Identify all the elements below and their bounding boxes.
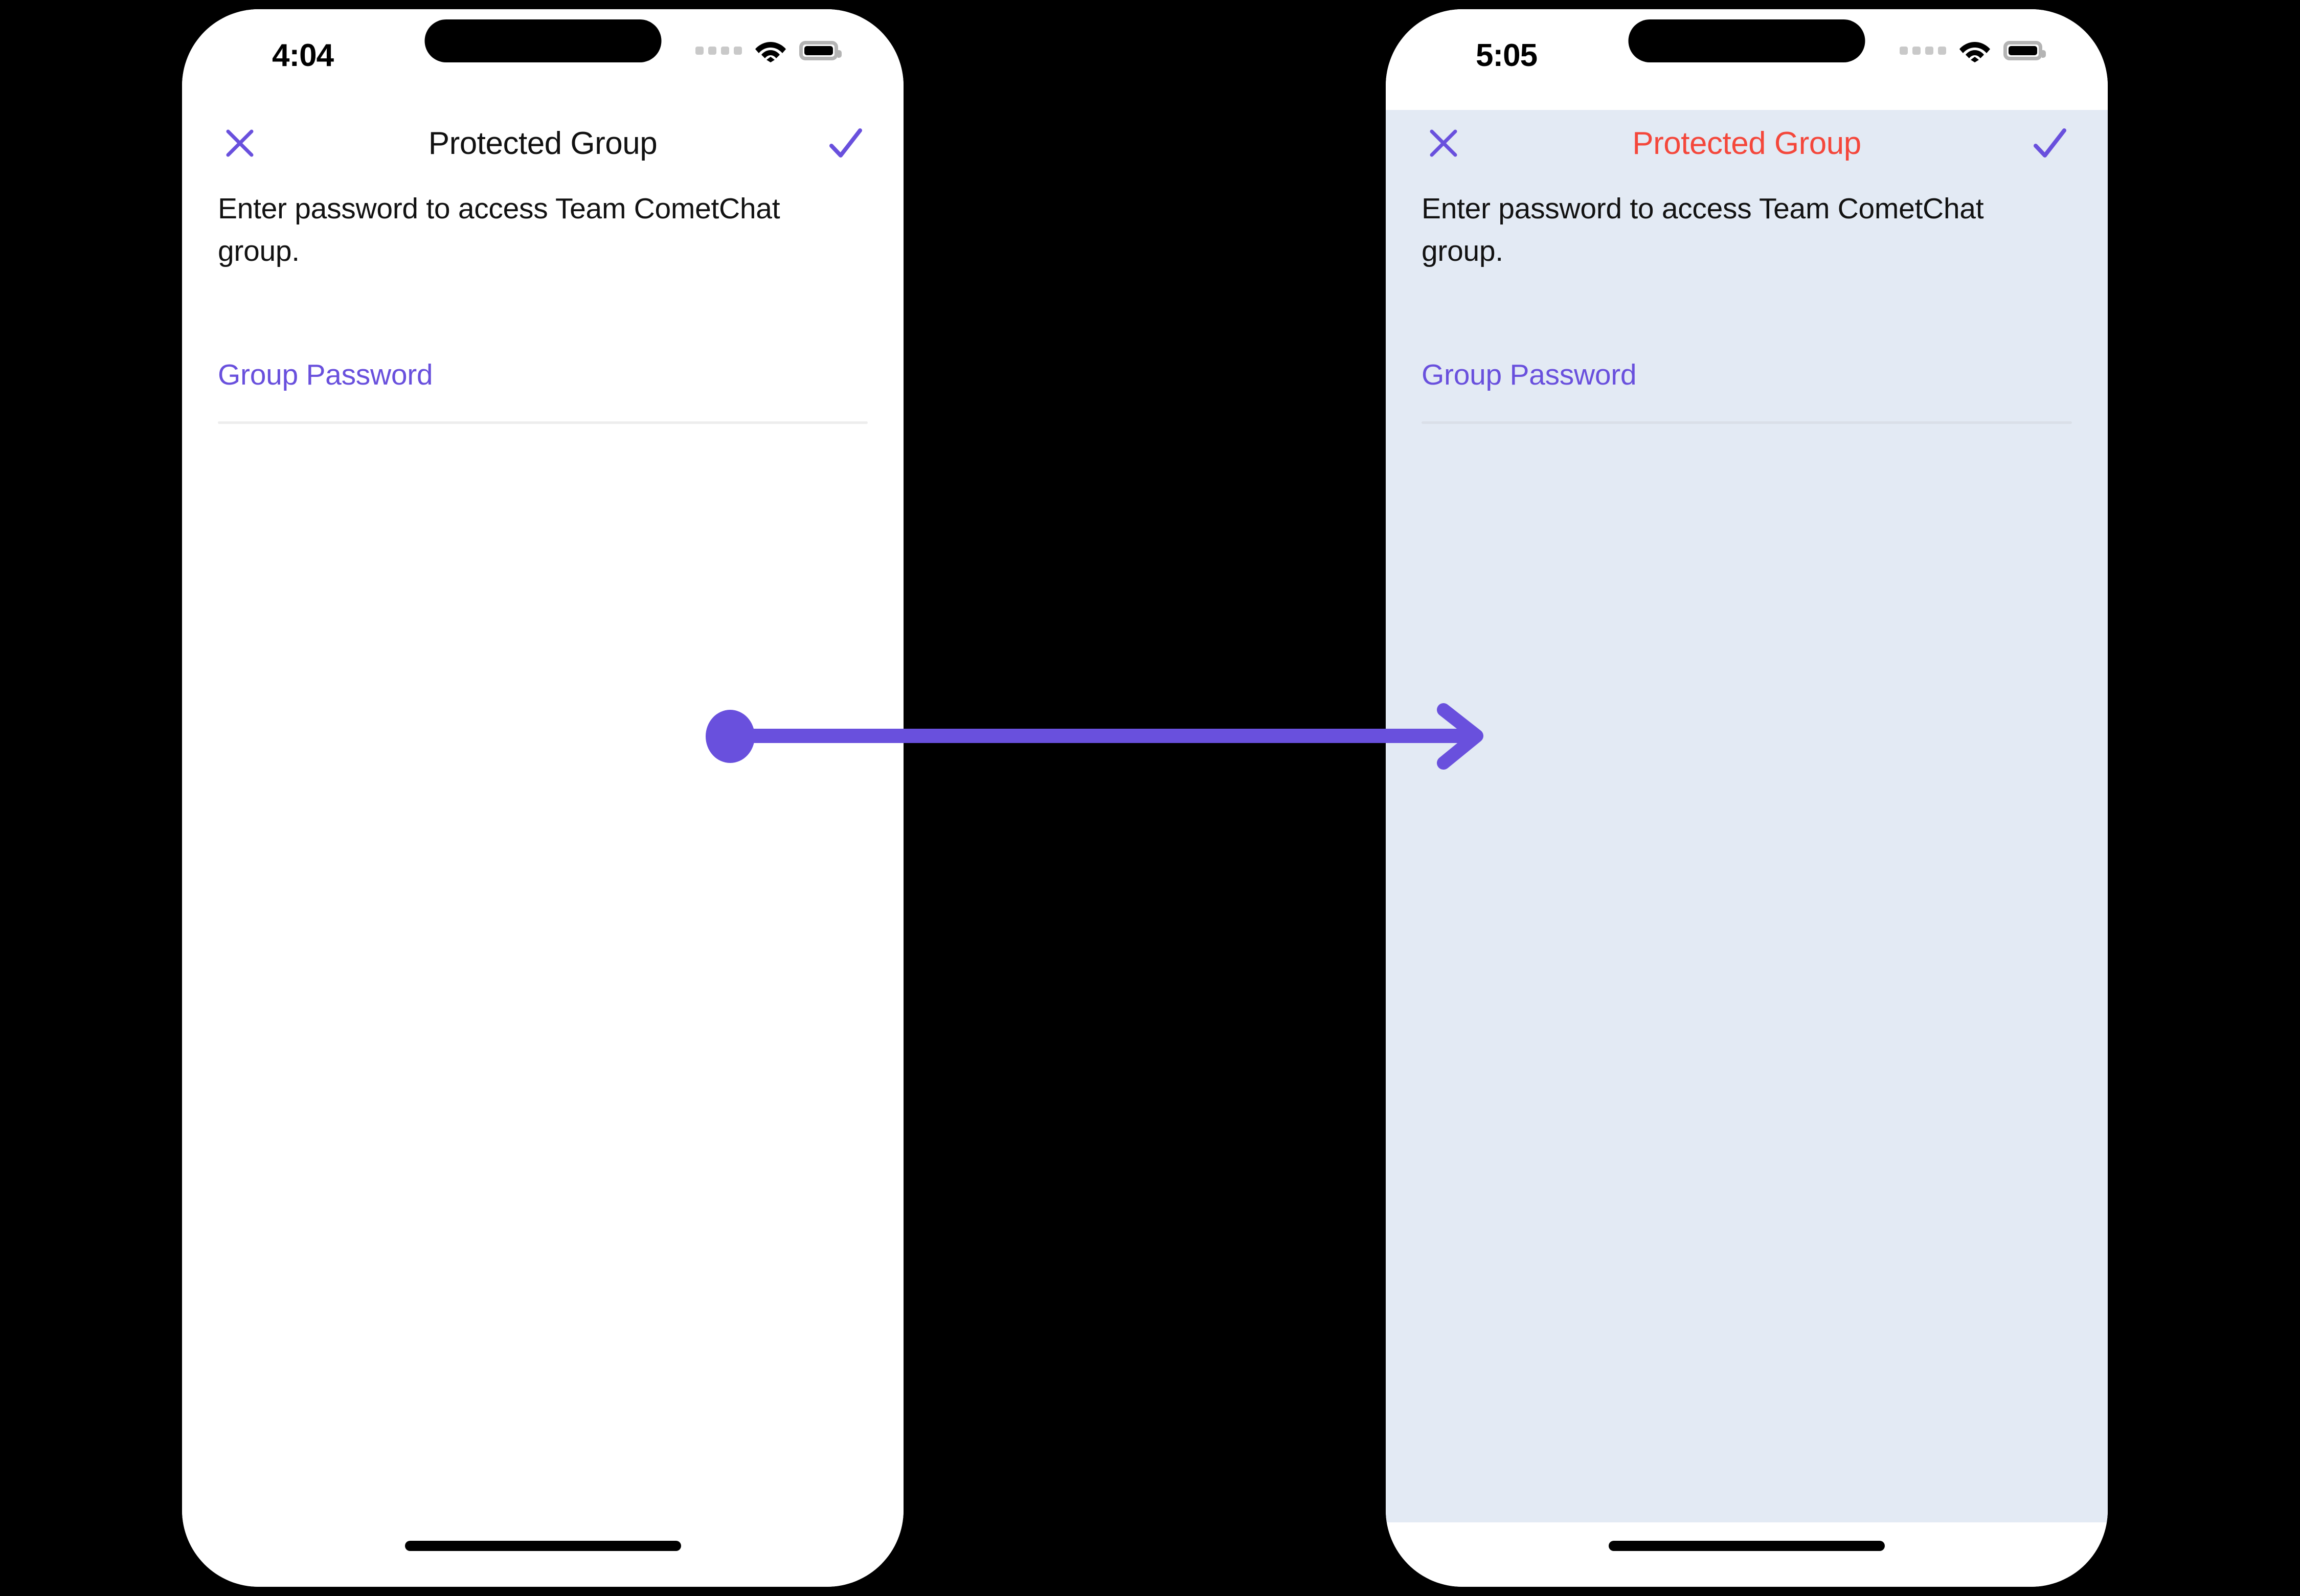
wifi-icon [755,42,786,62]
check-icon[interactable] [2028,121,2072,165]
app-content: Protected Group Enter password to access… [182,110,904,1522]
dynamic-island [424,19,661,62]
home-bar-area [182,1522,904,1587]
close-icon[interactable] [1422,121,1465,165]
field-underline [218,421,868,424]
status-time: 5:05 [1476,38,1538,73]
group-password-label: Group Password [218,358,433,392]
wifi-icon [1959,42,1990,62]
status-time: 4:04 [272,38,334,73]
phone-screen-after: 5:05 Protected Group [1386,9,2108,1587]
battery-full-icon [2003,41,2046,60]
group-password-field[interactable]: Group Password [1422,358,2072,424]
page-title: Protected Group [1632,125,1861,161]
status-bar: 4:04 [182,9,904,110]
status-bar: 5:05 [1386,9,2108,110]
group-password-label: Group Password [1422,358,1637,392]
home-indicator[interactable] [404,1541,681,1551]
page-title: Protected Group [428,125,658,161]
status-indicators [695,39,842,62]
app-screen: 5:05 Protected Group [1386,9,2108,1587]
close-icon[interactable] [218,121,262,165]
status-indicators [1900,39,2046,62]
battery-full-icon [799,41,842,60]
cellular-bars-icon [695,47,742,55]
navigation-bar: Protected Group [218,110,868,176]
home-indicator[interactable] [1609,1541,1885,1551]
check-icon[interactable] [824,121,868,165]
navigation-bar: Protected Group [1422,110,2072,176]
cellular-bars-icon [1900,47,1946,55]
instruction-text: Enter password to access Team CometChat … [218,192,780,267]
home-bar-area [1386,1522,2108,1587]
app-content: Protected Group Enter password to access… [1386,110,2108,1522]
field-underline [1422,421,2072,424]
dynamic-island [1628,19,1865,62]
instruction-text: Enter password to access Team CometChat … [1422,192,1984,267]
phone-screen-before: 4:04 Protected Group [182,9,904,1587]
app-screen: 4:04 Protected Group [182,9,904,1587]
group-password-field[interactable]: Group Password [218,358,868,424]
